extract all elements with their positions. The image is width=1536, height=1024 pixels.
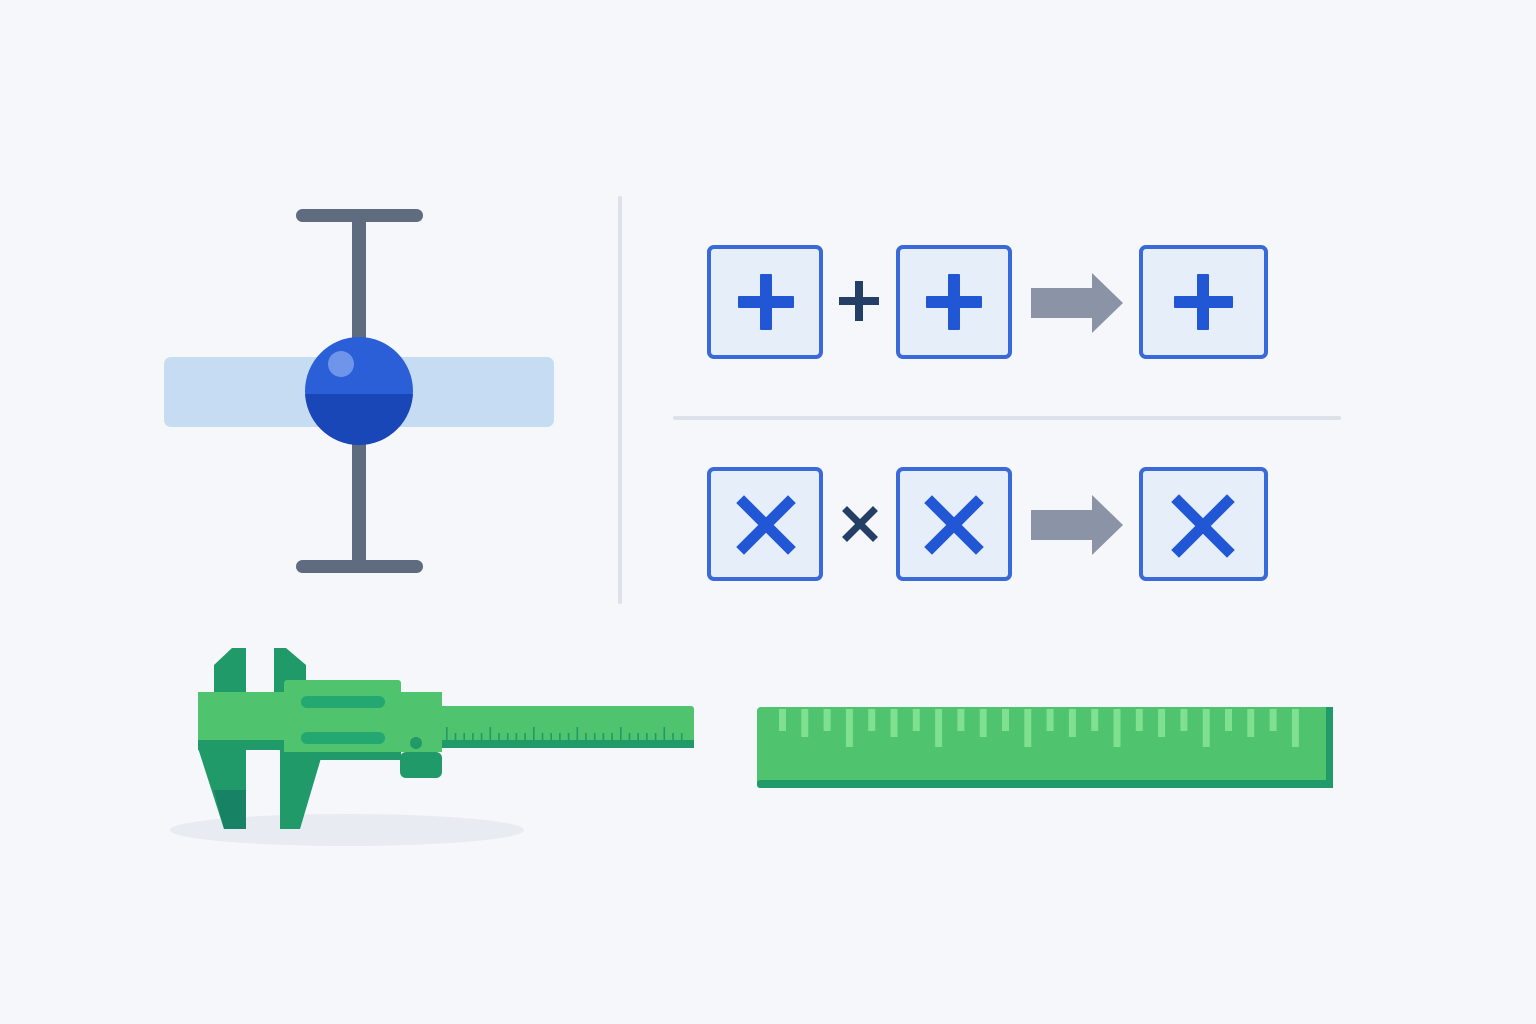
ruler-tick [912, 709, 920, 731]
caliper-tick [576, 727, 579, 741]
arrow-right-icon [1031, 495, 1123, 555]
caliper-tick [637, 733, 639, 741]
caliper-scale-ticks [446, 727, 683, 741]
caliper-tick [680, 733, 683, 741]
product-row [707, 467, 1268, 581]
ruler-tick [890, 709, 898, 737]
ruler-tick [935, 709, 943, 747]
caliper-tick [480, 733, 483, 741]
ruler-tick [823, 709, 831, 731]
ruler-tick [1046, 709, 1054, 731]
ruler-tick [1113, 709, 1121, 747]
caliper-slider-slot [301, 696, 385, 708]
ruler-tick [868, 709, 876, 731]
caliper-tick [628, 733, 631, 741]
ruler-tick [1158, 709, 1166, 737]
vertical-divider [618, 196, 622, 604]
caliper-tick [593, 733, 596, 741]
ruler-tick [1135, 709, 1143, 731]
caliper-tick [611, 733, 613, 741]
caliper-lock-screw [410, 737, 422, 749]
caliper-tick [646, 733, 648, 741]
caliper-tick [463, 733, 465, 741]
times-tile-icon [707, 467, 823, 581]
caliper-slider-slot [301, 732, 385, 744]
caliper-tick [498, 733, 500, 741]
caliper-tick [446, 727, 448, 741]
caliper-tick [524, 733, 526, 741]
caliper-scale-bar [430, 706, 694, 748]
ruler-tick [1225, 709, 1232, 731]
caliper-tick [585, 733, 587, 741]
caliper-tick [541, 733, 544, 741]
error-bar-with-point-icon [164, 209, 554, 573]
ruler-ticks [779, 709, 1299, 747]
caliper-tick [620, 727, 622, 741]
ruler-tick [1091, 709, 1099, 731]
times-tile-icon [896, 467, 1012, 581]
vernier-caliper-icon [170, 648, 694, 846]
caliper-tick [533, 727, 535, 741]
caliper-tick [472, 733, 474, 741]
ruler-tick [801, 709, 809, 737]
caliper-slider [284, 680, 401, 760]
caliper-shadow [170, 814, 524, 846]
caliper-tick [559, 733, 561, 741]
ruler-tick [779, 709, 786, 731]
plus-tile-icon [896, 245, 1012, 359]
ruler-tick [957, 709, 965, 731]
ruler-tick [979, 709, 987, 737]
ruler-tick [845, 709, 853, 747]
ruler-tick [1269, 709, 1277, 731]
ruler-tick [1202, 709, 1210, 747]
ruler-tick [1002, 709, 1009, 731]
times-operator-icon [842, 506, 878, 542]
ruler-tick [1247, 709, 1255, 737]
plus-tile-icon [707, 245, 823, 359]
caliper-tick [663, 727, 666, 741]
caliper-tick [550, 733, 552, 741]
horizontal-divider [673, 416, 1341, 420]
ruler-icon [757, 707, 1333, 788]
arrow-right-icon [1031, 273, 1123, 333]
plus-operator-icon [839, 281, 879, 321]
caliper-tick [506, 733, 509, 741]
ruler-tick [1024, 709, 1032, 747]
caliper-tick [515, 733, 518, 741]
ruler-tick [1068, 709, 1076, 737]
times-tile-icon [1139, 467, 1268, 581]
caliper-tick [454, 733, 457, 741]
ruler-tick [1180, 709, 1188, 731]
data-point-icon [305, 337, 413, 445]
ruler-tick [1291, 709, 1299, 747]
caliper-tick [602, 733, 605, 741]
caliper-tick [672, 733, 674, 741]
caliper-tick [567, 733, 570, 741]
sum-row [707, 245, 1268, 359]
caliper-tick [489, 727, 492, 741]
caliper-tick [654, 733, 657, 741]
plus-tile-icon [1139, 245, 1268, 359]
